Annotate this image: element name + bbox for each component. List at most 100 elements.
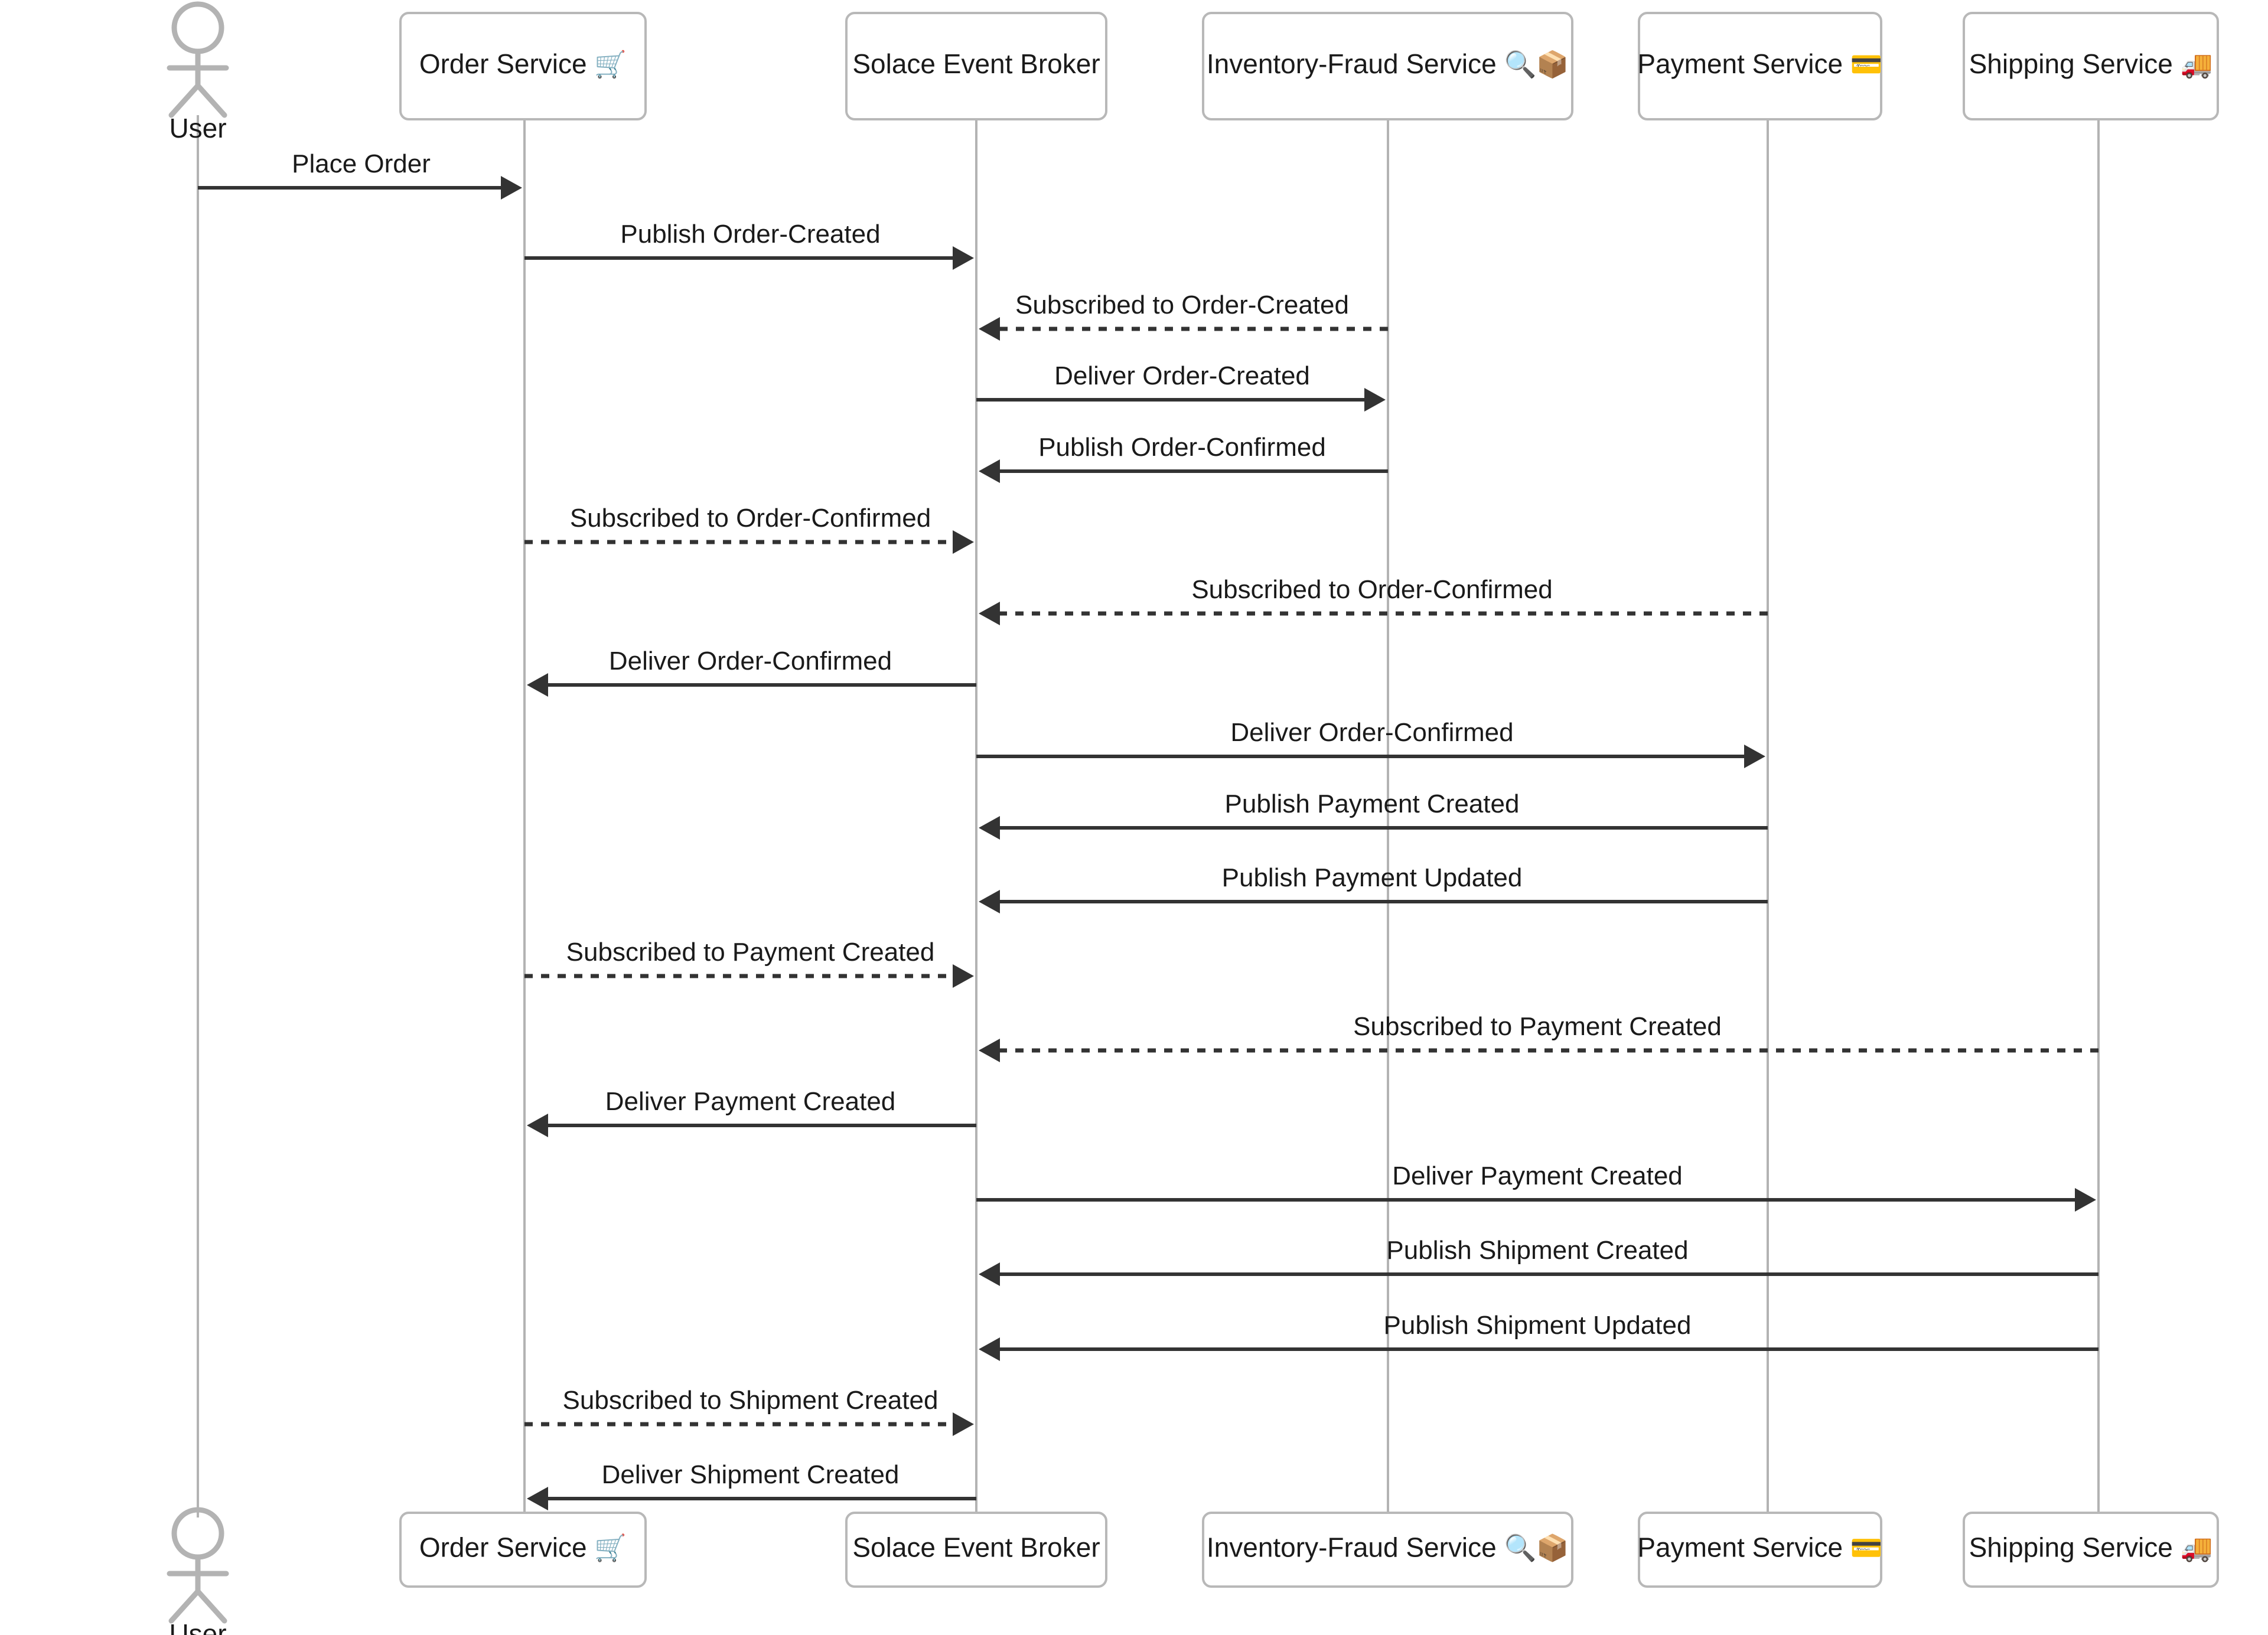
lifelines-layer — [197, 115, 2100, 1517]
message-arrowhead-icon — [979, 1262, 1000, 1286]
actor-leg-left — [168, 1588, 201, 1624]
message-arrowhead-icon — [979, 602, 1000, 625]
participant-label-inventory: Inventory-Fraud Service 🔍📦 — [1207, 48, 1569, 80]
message-label: Publish Shipment Updated — [1384, 1311, 1692, 1340]
actor-label-user: User — [169, 113, 226, 143]
message-label: Subscribed to Order-Created — [1015, 291, 1349, 319]
message-16-publish-shipment-created: Publish Shipment Created — [979, 1236, 2098, 1286]
message-label: Subscribed to Shipment Created — [563, 1386, 939, 1415]
message-label: Publish Shipment Created — [1386, 1236, 1688, 1265]
message-13-subscribed-to-payment-created: Subscribed to Payment Created — [979, 1012, 2098, 1062]
participant-emoji-icon: 🔍📦 — [1504, 1532, 1569, 1564]
participant-label-shipping: Shipping Service 🚚 — [1969, 1532, 2213, 1564]
participant-label-order: Order Service 🛒 — [419, 48, 627, 80]
message-label: Deliver Order-Confirmed — [1230, 718, 1513, 747]
participant-box-inventory-bottom[interactable]: Inventory-Fraud Service 🔍📦 — [1202, 1512, 1573, 1588]
message-label: Publish Order-Confirmed — [1038, 433, 1326, 462]
actor-user: User — [167, 1507, 229, 1635]
participant-box-frame — [1638, 12, 1882, 120]
actor-leg-right — [195, 83, 227, 118]
actor-user: User — [167, 1, 229, 143]
message-9-deliver-order-confirmed: Deliver Order-Confirmed — [976, 718, 1765, 768]
participant-emoji-icon: 💳 — [1850, 50, 1883, 80]
participant-box-broker-bottom[interactable]: Solace Event Broker — [845, 1512, 1107, 1588]
top-participant-boxes: User Order Service 🛒 Solace Event Broker In… — [167, 1, 2219, 143]
message-3-subscribed-to-order-created: Subscribed to Order-Created — [979, 291, 1388, 341]
participant-emoji-icon: 🛒 — [594, 50, 627, 80]
participant-box-order-bottom[interactable]: Order Service 🛒 — [399, 1512, 647, 1588]
message-label: Deliver Order-Created — [1054, 361, 1310, 390]
participant-box-payment-top[interactable]: Payment Service 💳 — [1637, 12, 1883, 120]
message-arrowhead-icon — [501, 176, 522, 200]
message-label: Publish Payment Created — [1225, 789, 1520, 818]
participant-label-shipping: Shipping Service 🚚 — [1969, 48, 2213, 80]
message-11-publish-payment-updated: Publish Payment Updated — [979, 863, 1768, 913]
participant-box-frame — [399, 1512, 647, 1588]
message-7-subscribed-to-order-confirmed: Subscribed to Order-Confirmed — [979, 575, 1768, 625]
message-label: Publish Payment Updated — [1222, 863, 1523, 892]
message-label: Subscribed to Payment Created — [1353, 1012, 1722, 1041]
message-arrowhead-icon — [527, 1487, 548, 1510]
participant-box-frame — [1963, 12, 2219, 120]
message-arrowhead-icon — [979, 1039, 1000, 1062]
message-arrowhead-icon — [979, 459, 1000, 483]
message-label: Deliver Payment Created — [605, 1087, 896, 1116]
message-arrowhead-icon — [953, 246, 974, 270]
message-arrowhead-icon — [979, 317, 1000, 341]
message-19-deliver-shipment-created: Deliver Shipment Created — [527, 1460, 976, 1510]
participant-box-frame — [845, 12, 1107, 120]
message-10-publish-payment-created: Publish Payment Created — [979, 789, 1768, 840]
message-arrowhead-icon — [979, 816, 1000, 840]
participant-box-order-top[interactable]: Order Service 🛒 — [399, 12, 647, 120]
message-4-deliver-order-created: Deliver Order-Created — [976, 361, 1386, 412]
participant-box-payment-bottom[interactable]: Payment Service 💳 — [1637, 1512, 1883, 1588]
message-label: Subscribed to Order-Confirmed — [1191, 575, 1552, 604]
participant-box-inventory-top[interactable]: Inventory-Fraud Service 🔍📦 — [1202, 12, 1573, 120]
participant-box-shipping-bottom[interactable]: Shipping Service 🚚 — [1963, 1512, 2219, 1588]
message-arrowhead-icon — [1364, 388, 1386, 412]
participant-emoji-icon: 🔍📦 — [1504, 48, 1569, 80]
participant-label-payment: Payment Service 💳 — [1637, 48, 1882, 80]
bottom-participant-boxes: User Order Service 🛒 Solace Event Broker In… — [167, 1507, 2219, 1635]
participant-emoji-icon: 🛒 — [594, 1533, 627, 1564]
message-17-publish-shipment-updated: Publish Shipment Updated — [979, 1311, 2098, 1361]
participant-emoji-icon: 🚚 — [2181, 50, 2213, 80]
participant-box-broker-top[interactable]: Solace Event Broker — [845, 12, 1107, 120]
message-label: Place Order — [292, 149, 431, 178]
message-6-subscribed-to-order-confirmed: Subscribed to Order-Confirmed — [524, 504, 974, 554]
message-label: Publish Order-Created — [620, 220, 880, 249]
message-arrowhead-icon — [1744, 745, 1765, 768]
message-arrowhead-icon — [2075, 1188, 2096, 1212]
message-2-publish-order-created: Publish Order-Created — [524, 220, 974, 270]
message-14-deliver-payment-created: Deliver Payment Created — [527, 1087, 976, 1137]
actor-label-user: User — [169, 1618, 226, 1635]
participant-label-broker: Solace Event Broker — [852, 48, 1100, 79]
message-8-deliver-order-confirmed: Deliver Order-Confirmed — [527, 647, 976, 697]
message-arrowhead-icon — [979, 1337, 1000, 1361]
message-label: Subscribed to Order-Confirmed — [570, 504, 931, 533]
message-12-subscribed-to-payment-created: Subscribed to Payment Created — [524, 938, 974, 988]
message-5-publish-order-confirmed: Publish Order-Confirmed — [979, 433, 1388, 483]
message-arrowhead-icon — [527, 1114, 548, 1137]
message-arrowhead-icon — [527, 673, 548, 697]
message-18-subscribed-to-shipment-created: Subscribed to Shipment Created — [524, 1386, 974, 1436]
message-15-deliver-payment-created: Deliver Payment Created — [976, 1161, 2096, 1212]
participant-box-frame — [399, 12, 647, 120]
participant-box-frame — [845, 1512, 1107, 1588]
message-arrowhead-icon — [953, 964, 974, 988]
participant-box-frame — [1963, 1512, 2219, 1588]
participant-emoji-icon: 💳 — [1850, 1533, 1883, 1564]
participant-emoji-icon: 🚚 — [2181, 1533, 2213, 1564]
participant-box-frame — [1202, 12, 1573, 120]
actor-leg-left — [168, 83, 201, 118]
message-arrowhead-icon — [953, 530, 974, 554]
message-arrowhead-icon — [979, 890, 1000, 913]
participant-box-shipping-top[interactable]: Shipping Service 🚚 — [1963, 12, 2219, 120]
message-label: Deliver Order-Confirmed — [609, 647, 892, 675]
message-label: Deliver Shipment Created — [602, 1460, 900, 1489]
message-label: Subscribed to Payment Created — [566, 938, 935, 967]
actor-head-icon — [171, 1, 224, 54]
message-arrowhead-icon — [953, 1412, 974, 1436]
